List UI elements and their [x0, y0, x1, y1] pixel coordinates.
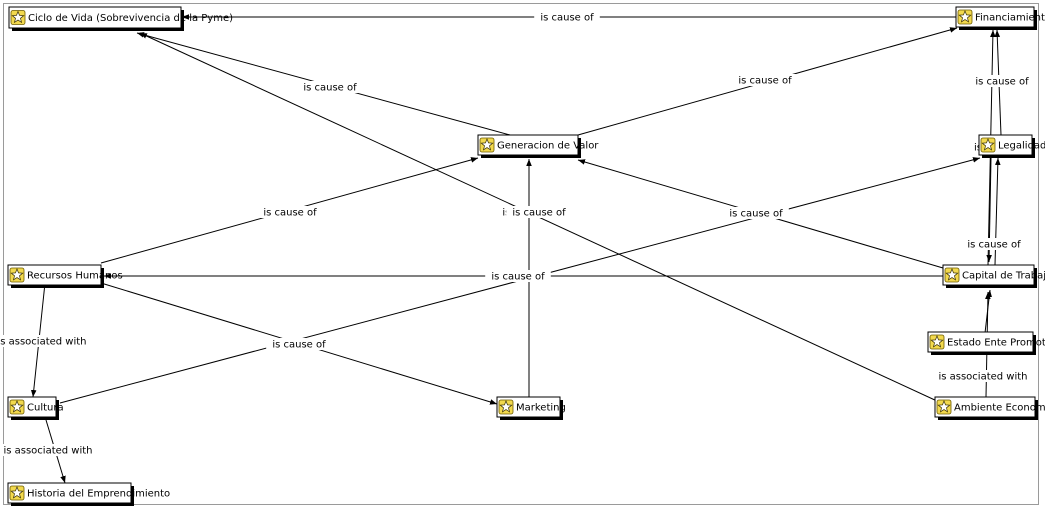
node-label: Financiamiento: [975, 13, 1045, 24]
node-label: Estado Ente Promotor: [947, 338, 1045, 349]
edge-label-background: [0, 335, 95, 347]
edge-labels-layer: is cause of is cause of is cause of is caus…: [0, 11, 1036, 457]
node-box: [477, 134, 579, 156]
node-cultura[interactable]: Cultura: [7, 396, 64, 420]
concept-star-icon: [957, 9, 973, 25]
edge-label: is cause of: [512, 208, 566, 219]
edge-label-background: [961, 238, 1027, 250]
concept-star-icon: [936, 399, 952, 415]
node-ciclo[interactable]: Ciclo de Vida (Sobrevivencia de la Pyme): [8, 6, 233, 31]
node-label: Capital de Trabajo: [962, 271, 1045, 282]
edge-label: is cause of: [729, 209, 783, 220]
edge-label-background: [266, 338, 332, 350]
edge-label-background: [723, 207, 789, 219]
node-legalidad[interactable]: Legalidad: [978, 134, 1045, 158]
canvas-frame: [3, 3, 1039, 505]
edge-label: is associated with: [3, 446, 92, 457]
node-label: Ciclo de Vida (Sobrevivencia de la Pyme): [28, 13, 233, 24]
edge-label-background: [297, 81, 363, 93]
node-recursos[interactable]: Recursos Humanos: [7, 264, 123, 288]
edge-label: is cause of: [263, 208, 317, 219]
node-generacion[interactable]: Generacion de Valor: [477, 134, 599, 158]
node-historia[interactable]: Historia del Emprendimiento: [7, 482, 170, 506]
node-label: Historia del Emprendimiento: [27, 489, 170, 500]
edge-label: is cause of: [272, 340, 326, 351]
edge-label-background: [506, 206, 572, 218]
node-label: Generacion de Valor: [497, 141, 599, 152]
concept-star-icon: [9, 485, 25, 501]
concept-star-icon: [944, 267, 960, 283]
node-label: Cultura: [27, 403, 64, 414]
node-box: [934, 396, 1036, 418]
concept-star-icon: [929, 334, 945, 350]
node-ambiente[interactable]: Ambiente Economico: [934, 396, 1045, 420]
concept-star-icon: [10, 10, 26, 25]
nodes-layer: Ciclo de Vida (Sobrevivencia de la Pyme)…: [7, 6, 1045, 506]
edge-label-background: [485, 270, 551, 282]
node-box: [7, 264, 102, 286]
edge-label: is cause of: [975, 77, 1029, 88]
concept-star-icon: [479, 137, 495, 153]
node-box: [8, 6, 182, 29]
node-label: Marketing: [516, 403, 566, 414]
edge-label-background: [930, 370, 1036, 382]
node-label: Recursos Humanos: [27, 271, 123, 282]
node-label: Legalidad: [998, 141, 1045, 152]
edge-label-background: [732, 74, 798, 86]
node-box: [927, 331, 1034, 353]
node-capital[interactable]: Capital de Trabajo: [942, 264, 1045, 288]
node-marketing[interactable]: Marketing: [496, 396, 566, 420]
concept-star-icon: [9, 267, 25, 283]
edge-label: is cause of: [738, 76, 792, 87]
node-box: [7, 482, 132, 504]
node-label: Ambiente Economico: [954, 403, 1045, 414]
node-financiamiento[interactable]: Financiamiento: [955, 6, 1045, 30]
node-box: [942, 264, 1035, 286]
concept-star-icon: [9, 399, 25, 415]
edge-label: is cause of: [303, 83, 357, 94]
edge-label-background: [969, 75, 1035, 87]
edge-label: is: [974, 143, 982, 154]
concept-star-icon: [980, 137, 996, 153]
edge-label: is associated with: [0, 337, 87, 348]
edge-label: is associated with: [938, 372, 1027, 383]
edge-label: is cause of: [491, 272, 545, 283]
concept-star-icon: [498, 399, 514, 415]
node-estado[interactable]: Estado Ente Promotor: [927, 331, 1045, 355]
edge-label: is cause of: [967, 240, 1021, 251]
edge-label-background: [534, 11, 600, 23]
edge-label-background: [0, 444, 101, 456]
edge-label-background: [257, 206, 323, 218]
edge-label: is cause of: [540, 13, 594, 24]
node-box: [955, 6, 1035, 28]
